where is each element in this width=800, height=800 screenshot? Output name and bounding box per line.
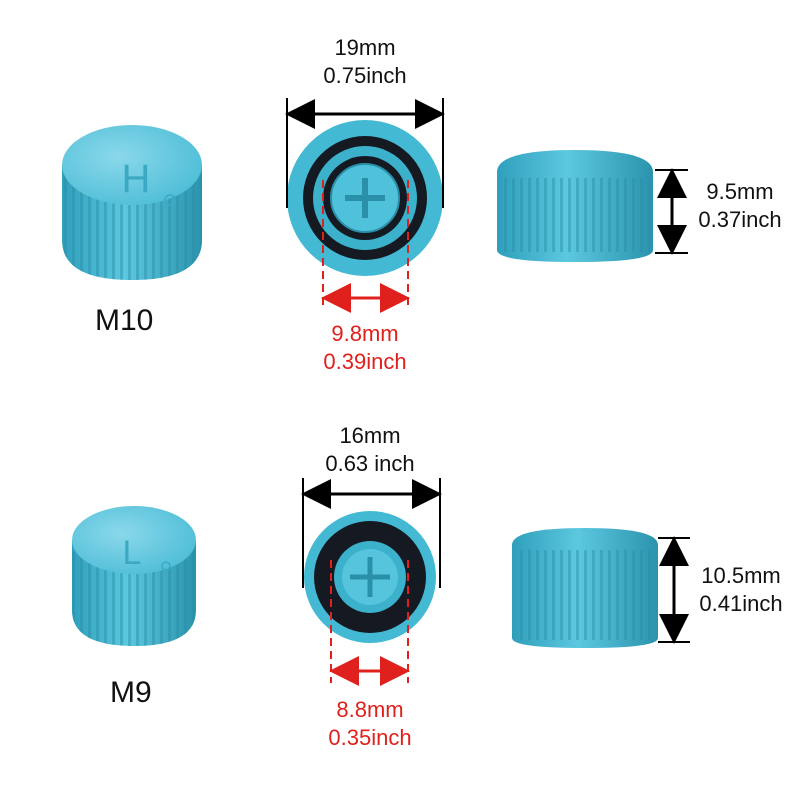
m9-top-view-cap (304, 511, 436, 643)
m10-registered-mark-icon (164, 194, 176, 206)
m10-side-view-cap (497, 150, 653, 262)
m10-height-in: 0.37inch (698, 207, 782, 232)
m9-outer-diameter-mm: 16mm (339, 423, 401, 448)
m10-height-label: 9.5mm 0.37inch (690, 178, 790, 234)
m9-height-in: 0.41inch (699, 591, 783, 616)
m10-model-label: M10 (95, 304, 154, 337)
m9-registered-mark-icon (161, 561, 171, 571)
m9-height-label: 10.5mm 0.41inch (688, 562, 794, 618)
m9-perspective-cap: L (72, 506, 196, 646)
m9-side-view-cap (512, 528, 658, 648)
m10-top-letter: H (122, 157, 151, 201)
m10-perspective-cap: H (62, 125, 202, 280)
m9-model-label: M9 (110, 676, 152, 709)
m10-top-view-cap (287, 120, 443, 276)
m9-outer-diameter-label: 16mm 0.63 inch (305, 422, 435, 478)
m10-inner-diameter-mm: 9.8mm (331, 321, 399, 346)
m10-inner-diameter-label: 9.8mm 0.39inch (300, 320, 430, 376)
m10-outer-diameter-mm: 19mm (334, 35, 396, 60)
m10-outer-diameter-in: 0.75inch (323, 63, 407, 88)
m10-height-mm: 9.5mm (706, 179, 774, 204)
m9-top-letter: L (123, 534, 142, 572)
m10-inner-diameter-in: 0.39inch (323, 349, 407, 374)
m9-outer-diameter-in: 0.63 inch (325, 451, 415, 476)
m10-outer-diameter-label: 19mm 0.75inch (300, 34, 430, 90)
m9-inner-diameter-in: 0.35inch (328, 725, 412, 750)
m9-inner-diameter-mm: 8.8mm (336, 697, 404, 722)
m9-height-mm: 10.5mm (701, 563, 781, 588)
m9-inner-diameter-label: 8.8mm 0.35inch (305, 696, 435, 752)
